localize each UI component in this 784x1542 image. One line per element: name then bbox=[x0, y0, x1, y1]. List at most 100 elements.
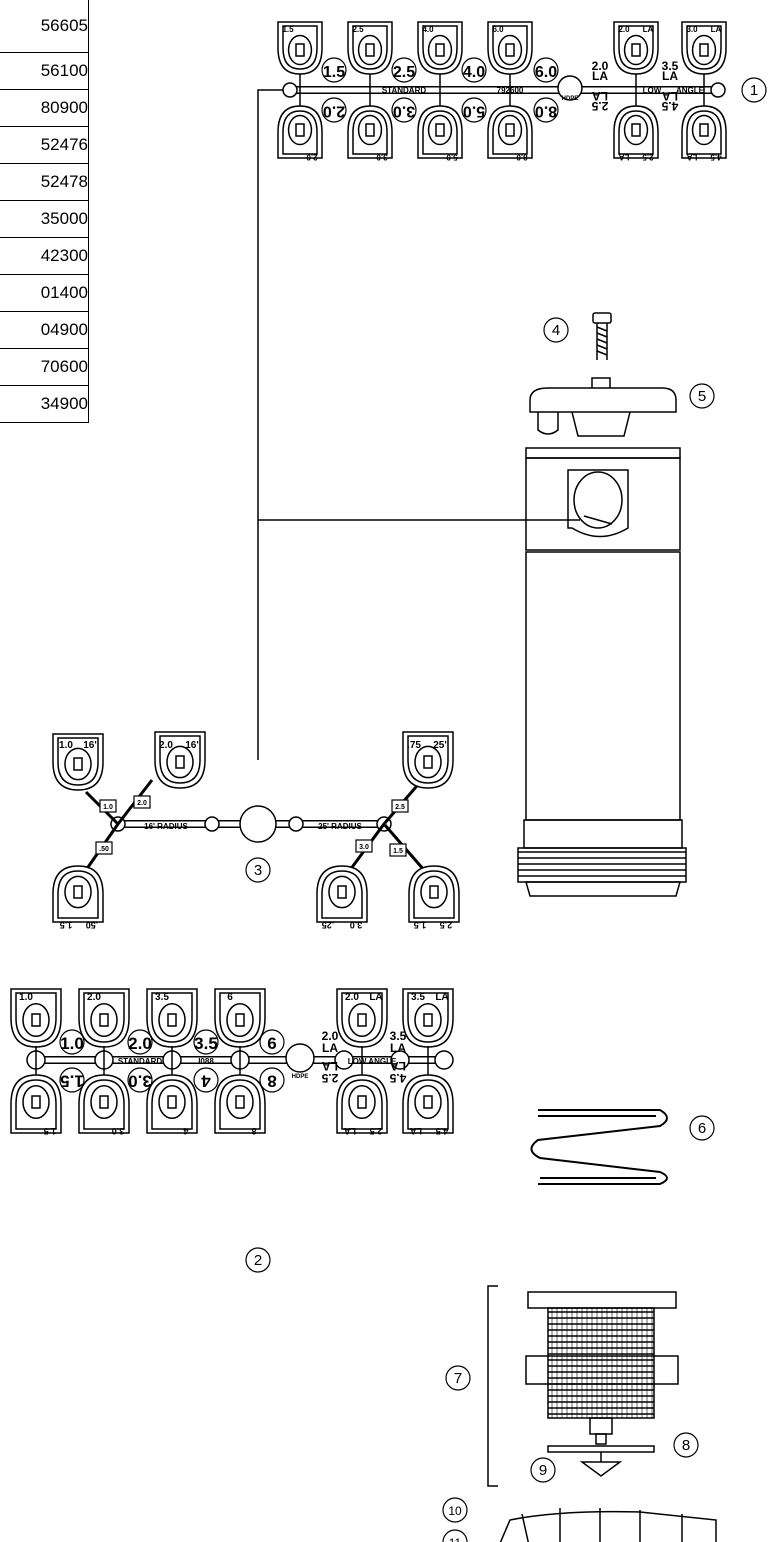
rack-label: 3.5 bbox=[662, 59, 679, 73]
rack-label: 3.5 bbox=[155, 992, 169, 1003]
callout-number: 11 bbox=[449, 1536, 462, 1542]
callout-number: 5 bbox=[698, 388, 706, 405]
part-number: 52478 bbox=[0, 163, 89, 201]
part-number-row: 52478 bbox=[0, 163, 89, 201]
rack-label: 2.5 bbox=[370, 1126, 383, 1136]
nozzle bbox=[78, 1074, 130, 1134]
rack-label: .50 bbox=[99, 846, 109, 853]
rack-label: 4.5 bbox=[389, 1071, 406, 1085]
rack-label: 1.5 bbox=[60, 1072, 84, 1091]
part-number-row: 34900 bbox=[0, 385, 89, 423]
part-number: 56100 bbox=[0, 52, 89, 90]
rack-label: 4.5 bbox=[661, 99, 678, 113]
rack-label: LA bbox=[322, 1059, 338, 1073]
nozzle bbox=[146, 1074, 198, 1134]
rack-label: 3.5 bbox=[411, 992, 425, 1003]
rack-label: 2.0 bbox=[137, 800, 147, 807]
rack-label: 2.5 bbox=[591, 99, 608, 113]
rack-label: .75 bbox=[407, 740, 421, 751]
part-number-row: 01400 bbox=[0, 274, 89, 312]
rack-label: 4.0 bbox=[463, 64, 485, 81]
rack-label: 2.0 bbox=[323, 102, 345, 119]
rack-label: LA bbox=[686, 153, 697, 162]
callout-6 bbox=[689, 1115, 715, 1141]
rack-label: 4 bbox=[201, 1072, 211, 1091]
callout-4 bbox=[543, 317, 569, 343]
rack-label: 1.0 bbox=[19, 992, 33, 1003]
rack-label: 2.0 bbox=[128, 1034, 152, 1053]
rack-label: 3.0 bbox=[359, 844, 369, 851]
rack-label: 4.5 bbox=[710, 153, 722, 162]
nozzle bbox=[277, 105, 323, 159]
part-number-row: 56605 bbox=[0, 0, 89, 53]
callout-number: 7 bbox=[454, 1370, 462, 1387]
rack-label: 5.0 bbox=[446, 153, 458, 162]
rack-label: LA bbox=[369, 992, 382, 1003]
part-number: 80900 bbox=[0, 89, 89, 127]
callout-number: 10 bbox=[448, 1504, 462, 1518]
rack-label: LA bbox=[662, 89, 678, 103]
rack-label: ANGLE bbox=[676, 86, 705, 95]
rack-label: LA bbox=[435, 992, 448, 1003]
base-ring bbox=[499, 1508, 717, 1542]
nozzle bbox=[154, 731, 206, 789]
callouts bbox=[245, 77, 767, 1542]
rack-label: 2.5 bbox=[395, 804, 405, 811]
nozzle bbox=[347, 21, 393, 75]
part-number-row: 56100 bbox=[0, 52, 89, 90]
nozzle bbox=[613, 21, 659, 75]
rack-label: 3.0 bbox=[112, 1126, 125, 1136]
rack-label: 2.0 bbox=[322, 1029, 339, 1043]
nozzle bbox=[681, 21, 727, 75]
rack-label: 2.5 bbox=[321, 1071, 338, 1085]
rack-label: 3.0 bbox=[393, 102, 415, 119]
rack-label: 8 bbox=[251, 1126, 256, 1136]
rack-label: 2.5 bbox=[440, 920, 453, 930]
rack-label: 1.5 bbox=[60, 920, 73, 930]
rack-label: HDPE bbox=[292, 1074, 309, 1080]
rack-label: 1.0 bbox=[60, 1034, 84, 1053]
nozzle bbox=[78, 988, 130, 1048]
nozzle bbox=[408, 865, 460, 923]
rack-label: 2.5 bbox=[393, 64, 415, 81]
rack-label: 6.0 bbox=[535, 64, 557, 81]
bracket bbox=[487, 1285, 498, 1487]
rack-label: LOW bbox=[643, 86, 662, 95]
nozzle-rack-standard bbox=[277, 21, 727, 159]
rack-label: STANDARD bbox=[118, 1057, 163, 1066]
nozzle bbox=[316, 865, 368, 923]
part-number: 52476 bbox=[0, 126, 89, 164]
callout-number: 2 bbox=[254, 1252, 262, 1269]
nozzle bbox=[402, 731, 454, 789]
body bbox=[517, 447, 687, 897]
part-number-row: 35000 bbox=[0, 200, 89, 238]
screw bbox=[592, 312, 612, 360]
rack-label: 6.0 bbox=[492, 25, 504, 34]
rack-label: 2.5 bbox=[642, 153, 654, 162]
rack-label: I088 bbox=[198, 1057, 214, 1066]
rack-label: 3.0 bbox=[350, 920, 363, 930]
nozzle bbox=[402, 1074, 454, 1134]
rack-label: LA bbox=[592, 69, 608, 83]
callout-10 bbox=[442, 1497, 468, 1523]
rack-label: 3.0 bbox=[376, 153, 388, 162]
nozzle bbox=[402, 988, 454, 1048]
nozzle bbox=[681, 105, 727, 159]
nozzle bbox=[52, 733, 104, 791]
rack-label: 4.5 bbox=[436, 1126, 449, 1136]
spring bbox=[530, 1109, 668, 1185]
rack-label: LA bbox=[618, 153, 629, 162]
rack-label: 1.5 bbox=[414, 920, 427, 930]
rack-label: 5.0 bbox=[463, 102, 485, 119]
rack-label: LA bbox=[662, 69, 678, 83]
rack-label: 2.0 bbox=[87, 992, 101, 1003]
nozzle-rack-radius bbox=[52, 731, 460, 923]
part-number: 70600 bbox=[0, 348, 89, 386]
cap bbox=[529, 377, 677, 437]
rack-label: HDPE bbox=[562, 96, 579, 102]
rack-label: 8.0 bbox=[535, 102, 557, 119]
nozzle bbox=[10, 1074, 62, 1134]
rack-label: 8 bbox=[267, 1072, 276, 1091]
nozzle bbox=[214, 988, 266, 1048]
nozzle bbox=[487, 105, 533, 159]
